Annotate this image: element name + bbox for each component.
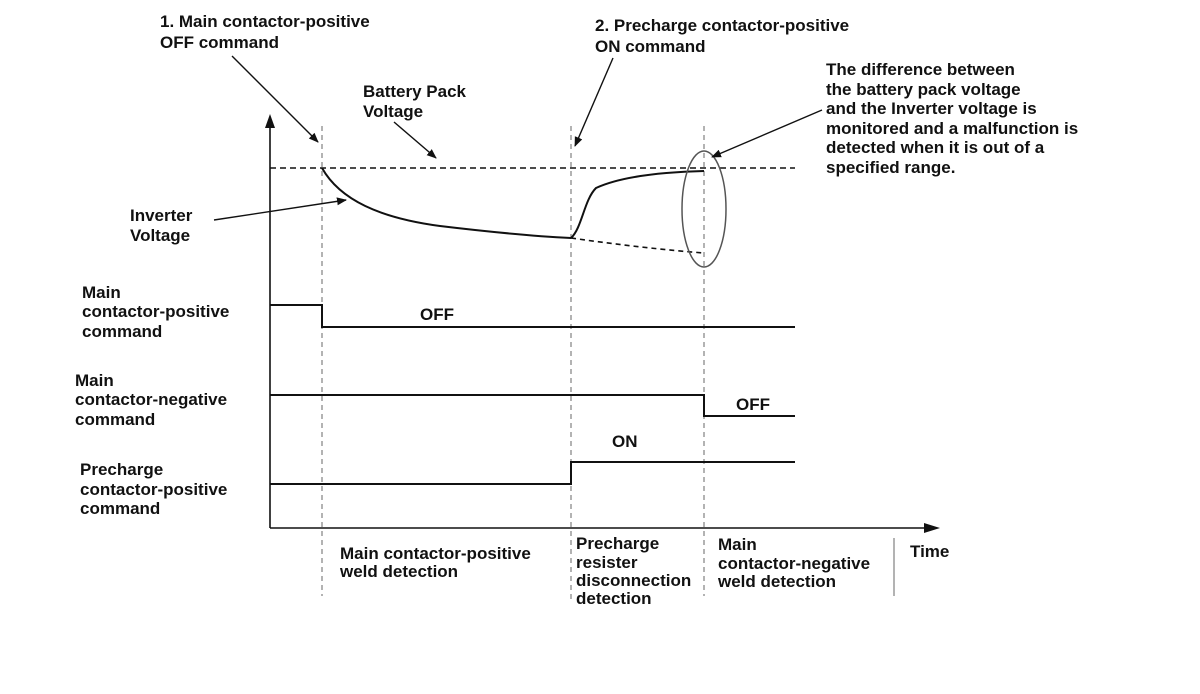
difference-note-line: detected when it is out of a <box>826 138 1045 157</box>
main-positive-label: Main contactor-positive command <box>82 283 229 341</box>
main-positive-label-line: command <box>82 322 162 341</box>
battery-pack-label: Battery Pack Voltage <box>363 82 467 121</box>
precharge-positive-state: ON <box>612 432 638 451</box>
phase-precharge-resister-line: disconnection <box>576 571 691 590</box>
phase-main-negative-weld-line: contactor-negative <box>718 554 870 573</box>
y-axis-arrowhead <box>265 114 275 128</box>
difference-note-line: specified range. <box>826 158 955 177</box>
main-negative-label-line: contactor-negative <box>75 390 227 409</box>
inverter-voltage-rise-curve <box>570 170 705 239</box>
phase-main-positive-weld-line: Main contactor-positive <box>340 544 531 563</box>
main-negative-label-line: command <box>75 410 155 429</box>
precharge-positive-label: Precharge contactor-positive command <box>80 460 227 518</box>
difference-monitor-ellipse <box>681 150 727 268</box>
difference-note-line: the battery pack voltage <box>826 80 1021 99</box>
inverter-voltage-continued-decay <box>570 237 705 254</box>
main-negative-signal <box>270 394 795 417</box>
battery-pack-label-arrow <box>393 121 437 159</box>
main-off-callout-line: 1. Main contactor-positive <box>160 12 370 31</box>
phase-precharge-resister-line: detection <box>576 589 652 608</box>
main-off-callout-line: OFF command <box>160 33 279 52</box>
difference-note-line: The difference between <box>826 60 1015 79</box>
inverter-label-line: Voltage <box>130 226 190 245</box>
precharge-positive-signal <box>270 461 795 485</box>
precharge-on-callout: 2. Precharge contactor-positive ON comma… <box>595 16 849 56</box>
main-positive-label-line: contactor-positive <box>82 302 229 321</box>
precharge-positive-label-line: command <box>80 499 160 518</box>
difference-note-line: and the Inverter voltage is <box>826 99 1037 118</box>
precharge-positive-label-line: Precharge <box>80 460 163 479</box>
precharge-on-callout-arrow <box>574 57 614 147</box>
main-off-callout-arrow <box>231 55 319 143</box>
difference-note-line: monitored and a malfunction is <box>826 119 1078 138</box>
phase-main-positive-weld-line: weld detection <box>339 562 458 581</box>
difference-note-arrow <box>711 109 823 158</box>
inverter-voltage-decay-curve <box>321 167 572 239</box>
phase-precharge-resister-line: Precharge <box>576 534 659 553</box>
main-off-callout: 1. Main contactor-positive OFF command <box>160 12 370 52</box>
main-positive-signal <box>270 304 795 328</box>
difference-note: The difference between the battery pack … <box>826 60 1078 177</box>
x-axis-arrowhead <box>924 523 940 533</box>
main-positive-label-line: Main <box>82 283 121 302</box>
x-axis-label: Time <box>910 542 949 561</box>
main-negative-label: Main contactor-negative command <box>75 371 227 429</box>
main-negative-state: OFF <box>736 395 770 414</box>
inverter-label-line: Inverter <box>130 206 193 225</box>
phase-precharge-resister-line: resister <box>576 553 638 572</box>
battery-pack-label-line: Battery Pack <box>363 82 467 101</box>
inverter-label-arrow <box>213 197 347 221</box>
precharge-positive-label-line: contactor-positive <box>80 480 227 499</box>
phase-main-negative-weld-line: Main <box>718 535 757 554</box>
main-positive-state: OFF <box>420 305 454 324</box>
main-negative-label-line: Main <box>75 371 114 390</box>
inverter-label: Inverter Voltage <box>130 206 193 245</box>
phase-main-negative-weld-line: weld detection <box>717 572 836 591</box>
phase-main-positive-weld: Main contactor-positive weld detection <box>339 544 531 581</box>
phase-main-negative-weld: Main contactor-negative weld detection <box>717 535 870 591</box>
phase-precharge-resister: Precharge resister disconnection detecti… <box>576 534 691 608</box>
battery-pack-label-line: Voltage <box>363 102 423 121</box>
precharge-on-callout-line: 2. Precharge contactor-positive <box>595 16 849 35</box>
precharge-on-callout-line: ON command <box>595 37 706 56</box>
